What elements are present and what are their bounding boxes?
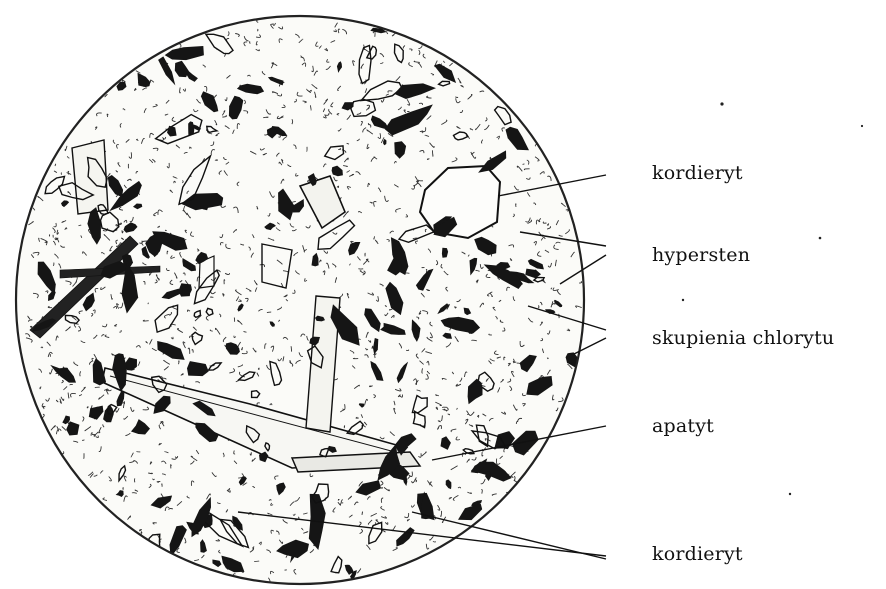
label-hypersten: hypersten [652,244,750,266]
label-kordieryt-upper: kordieryt [652,162,743,184]
groundmass-mark [267,312,271,313]
microscope-field-background [16,16,584,584]
label-kordieryt-lower: kordieryt [652,543,743,565]
label-skupienia-chlorytu: skupienia chlorytu [652,327,834,349]
groundmass-mark [215,160,218,161]
groundmass-mark [381,488,383,489]
groundmass-mark [353,358,358,359]
groundmass-mark [249,42,250,44]
groundmass-mark [55,164,56,166]
groundmass-mark [338,499,339,500]
groundmass-mark [134,478,135,482]
label-apatyt: apatyt [652,415,714,437]
groundmass-mark [165,230,166,231]
groundmass-mark [137,451,141,452]
groundmass-mark [178,361,179,364]
groundmass-mark [148,473,152,474]
groundmass-mark [432,150,433,156]
groundmass-mark [516,204,517,207]
groundmass-mark [263,117,268,118]
groundmass-mark [291,347,292,352]
